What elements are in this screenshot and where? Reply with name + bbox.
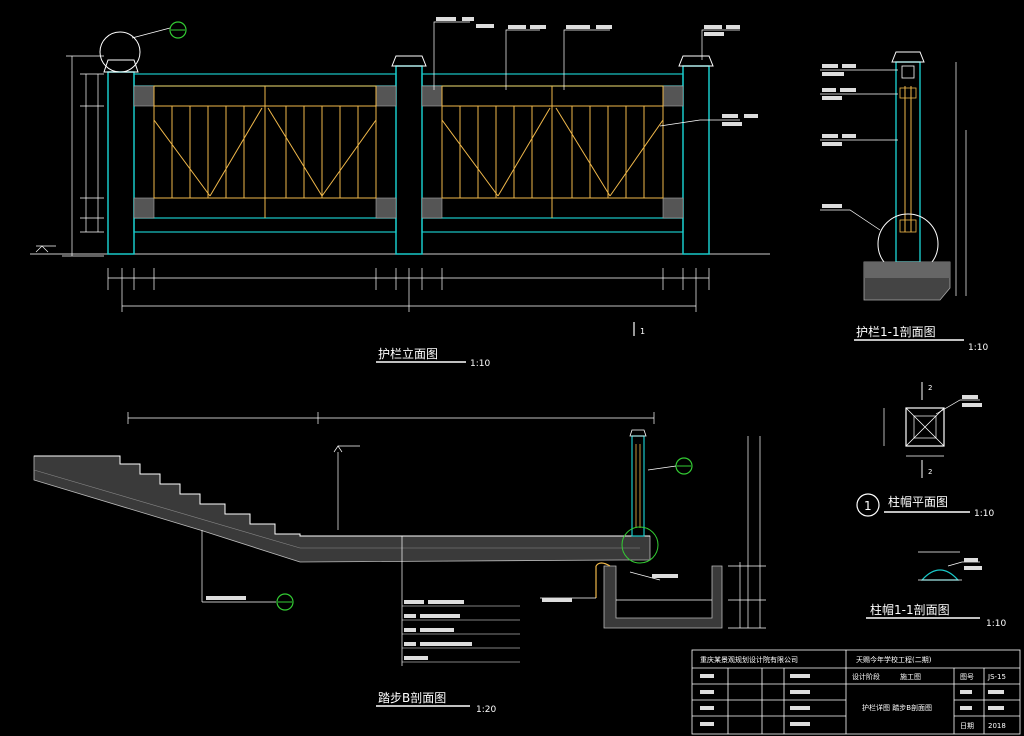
stair-section-title: 踏步B剖面图 bbox=[378, 691, 446, 705]
tb-label-c: 日期 bbox=[960, 722, 974, 730]
post-caps bbox=[103, 55, 714, 73]
railing-section-1-1: 护栏1-1剖面图 1:10 bbox=[820, 51, 988, 353]
tb-company: 重庆某景观规划设计院有限公司 bbox=[700, 655, 798, 664]
stair-section: 踏步B剖面图 1:20 bbox=[33, 412, 766, 715]
plan-cut-top: 2 bbox=[928, 384, 932, 392]
tb-value-b: JS-15 bbox=[987, 673, 1006, 681]
tb-row-labels bbox=[700, 674, 1004, 726]
cap-callout-circle bbox=[99, 31, 141, 73]
section-1-1-scale: 1:10 bbox=[968, 343, 988, 353]
drain-channel bbox=[603, 565, 723, 629]
railing-elevation: 1 护栏立面图 1:10 bbox=[30, 17, 770, 369]
tb-value-a: 施工图 bbox=[900, 672, 921, 681]
elevation-scale: 1:10 bbox=[470, 359, 490, 369]
stair-concrete bbox=[33, 455, 651, 563]
elevation-horizontal-dims bbox=[107, 268, 710, 312]
tb-label-b: 图号 bbox=[960, 673, 974, 681]
elevation-title: 护栏立面图 bbox=[378, 346, 438, 361]
plan-number-circle bbox=[856, 493, 880, 517]
tb-drawing-name: 护栏详图 踏步B剖面图 bbox=[862, 703, 932, 712]
section-annotation-text bbox=[822, 64, 856, 208]
post-cap-section-title: 柱帽1-1剖面图 bbox=[870, 602, 950, 617]
plan-cut-bottom: 2 bbox=[928, 468, 932, 476]
tb-project: 天赐今年学校工程(二期) bbox=[856, 655, 932, 664]
post-plan-scale: 1:10 bbox=[974, 509, 994, 519]
elevation-vertical-dims bbox=[62, 55, 104, 257]
section-1-1-title: 护栏1-1剖面图 bbox=[856, 324, 936, 339]
elevation-posts bbox=[107, 65, 710, 255]
post-cap-section: 柱帽1-1剖面图 1:10 bbox=[866, 551, 1006, 629]
tb-value-c: 2018 bbox=[988, 722, 1006, 730]
title-block bbox=[691, 649, 1021, 735]
post-cap-section-scale: 1:10 bbox=[986, 619, 1006, 629]
panel-right bbox=[441, 85, 664, 218]
section-leaders bbox=[820, 62, 967, 296]
rails bbox=[133, 73, 684, 233]
corner-blocks bbox=[133, 85, 684, 219]
stair-section-scale: 1:20 bbox=[476, 705, 496, 715]
tb-label-a: 设计阶段 bbox=[852, 672, 880, 681]
section-cut-number: 1 bbox=[640, 327, 645, 336]
layer-annotation-text bbox=[404, 600, 472, 660]
elevation-annotation-text bbox=[436, 17, 758, 126]
level-mark bbox=[35, 245, 56, 253]
panel-left bbox=[153, 85, 377, 218]
plan-number: 1 bbox=[864, 499, 872, 513]
stair-right-dims bbox=[728, 436, 766, 629]
layer-leader-lines bbox=[402, 605, 520, 663]
post-plan-title: 柱帽平面图 bbox=[888, 494, 948, 509]
elevation-leaders bbox=[433, 21, 740, 127]
post-cap-plan: 2 2 1 柱帽平面图 1:10 bbox=[856, 382, 994, 519]
